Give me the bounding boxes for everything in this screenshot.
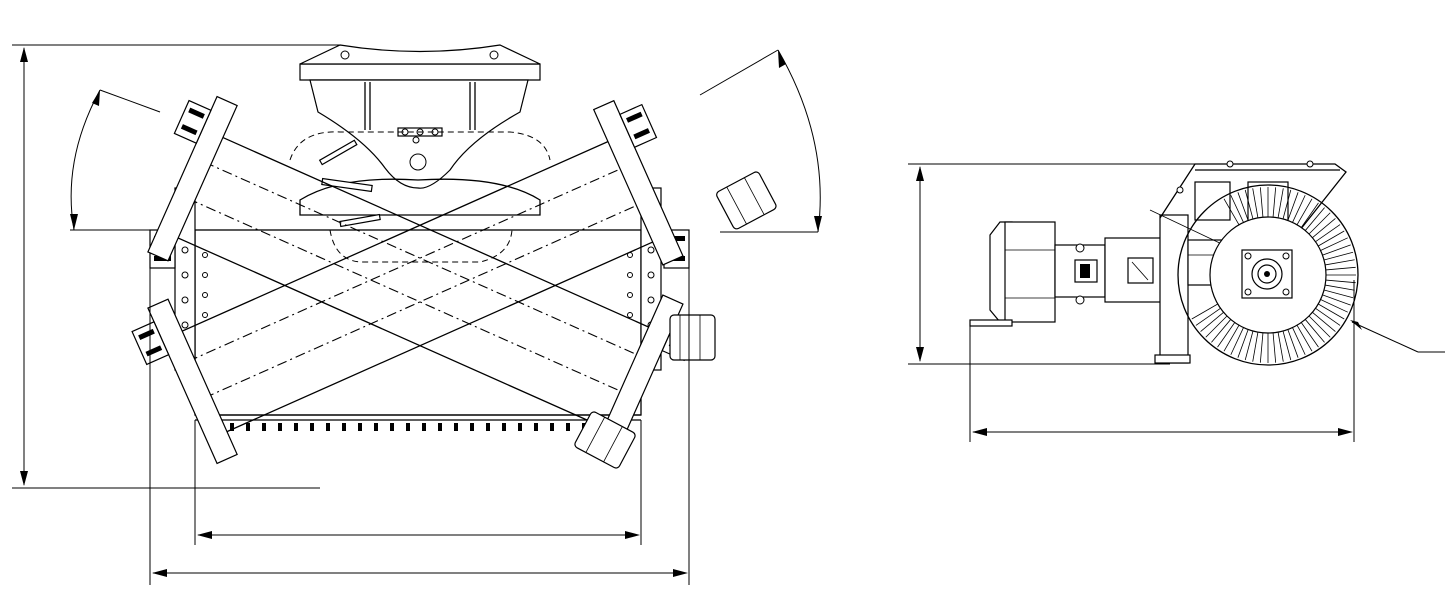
bristle-tooth	[422, 423, 426, 431]
bristle-line	[1191, 303, 1218, 320]
bristle-line	[1244, 330, 1254, 361]
bristle-tooth	[486, 423, 490, 431]
mounting-bracket	[299, 44, 541, 189]
bristle-line	[1237, 192, 1249, 221]
bristle-tooth	[310, 423, 314, 431]
bristle-tooth	[406, 423, 410, 431]
bristle-tooth	[374, 423, 378, 431]
bristle-tooth	[358, 423, 362, 431]
bristle-line	[1315, 224, 1341, 243]
height-dimension-right	[908, 163, 1230, 365]
bristle-line	[1223, 325, 1240, 352]
bristle-line	[1325, 259, 1355, 266]
bristle-line	[1252, 188, 1259, 218]
pivot-frame	[1104, 214, 1244, 364]
quick-attach-plate	[969, 221, 1106, 327]
height-dimension-left	[12, 44, 340, 489]
bristle-line	[1272, 332, 1277, 363]
bristle-line	[1318, 303, 1345, 320]
bristle-row	[230, 423, 618, 431]
hydraulic-motor	[574, 171, 777, 469]
bristle-tooth	[518, 423, 522, 431]
bristle-line	[1325, 266, 1356, 271]
bristle-tooth	[342, 423, 346, 431]
bristle-tooth	[390, 423, 394, 431]
bristle-line	[1272, 187, 1277, 218]
bristle-line	[1296, 198, 1313, 225]
bristle-tooth	[534, 423, 538, 431]
bristle-line	[1315, 307, 1341, 326]
bristle-line	[1223, 198, 1240, 225]
bristle-tooth	[502, 423, 506, 431]
bristle-line	[1318, 230, 1345, 247]
bristle-tooth	[454, 423, 458, 431]
bristle-line	[1205, 315, 1228, 338]
bristle-line	[1312, 311, 1336, 332]
front-view	[12, 44, 822, 585]
bristle-line	[1325, 284, 1355, 291]
bristle-line	[1287, 192, 1299, 221]
bristle-line	[1217, 322, 1236, 348]
bristle-line	[1282, 189, 1292, 220]
bristle-tooth	[566, 423, 570, 431]
bristle-line	[1320, 237, 1348, 251]
bristle-line	[1195, 307, 1221, 326]
width-dimension-inner	[194, 420, 642, 545]
bristle-line	[1244, 189, 1254, 220]
swing-arc-left	[70, 89, 161, 231]
side-view	[908, 160, 1445, 442]
width-dimension-outer	[149, 268, 690, 585]
bristle-line	[1320, 299, 1348, 313]
bristle-line	[1292, 195, 1306, 223]
bristle-line	[1308, 212, 1331, 235]
bristle-tooth	[294, 423, 298, 431]
bristle-line	[1322, 244, 1351, 256]
bearing-hub	[1241, 249, 1293, 299]
bristle-tooth	[438, 423, 442, 431]
bristle-line	[1323, 251, 1354, 261]
bristle-tooth	[230, 423, 234, 431]
bristle-line	[1322, 294, 1351, 306]
bristle-line	[1230, 195, 1244, 223]
bristle-line	[1296, 325, 1313, 352]
bristle-line	[1300, 322, 1319, 348]
bristle-line	[1211, 319, 1232, 343]
leader-line	[1350, 320, 1445, 353]
bristle-line	[1200, 311, 1224, 332]
bristle-line	[1308, 315, 1331, 338]
bristle-line	[1277, 188, 1284, 218]
bristle-line	[1282, 330, 1292, 361]
bristle-line	[1277, 332, 1284, 362]
bristle-tooth	[550, 423, 554, 431]
bristle-line	[1230, 327, 1244, 355]
bristle-line	[1287, 329, 1299, 358]
bristle-line	[1312, 218, 1336, 239]
bristle-tooth	[246, 423, 250, 431]
bristle-line	[1259, 332, 1264, 363]
bristle-line	[1292, 327, 1306, 355]
length-dimension	[969, 280, 1355, 442]
bristle-tooth	[278, 423, 282, 431]
bristle-tooth	[262, 423, 266, 431]
bristle-line	[1325, 279, 1356, 284]
bristle-line	[1237, 329, 1249, 358]
bristle-line	[1304, 319, 1325, 343]
bristle-tooth	[470, 423, 474, 431]
bristle-tooth	[326, 423, 330, 431]
sweeper-frame	[149, 187, 690, 421]
bristle-line	[1252, 332, 1259, 362]
bristle-line	[1300, 202, 1319, 228]
bristle-line	[1259, 187, 1264, 218]
bristle-line	[1323, 289, 1354, 299]
bristle-line	[1304, 207, 1325, 231]
